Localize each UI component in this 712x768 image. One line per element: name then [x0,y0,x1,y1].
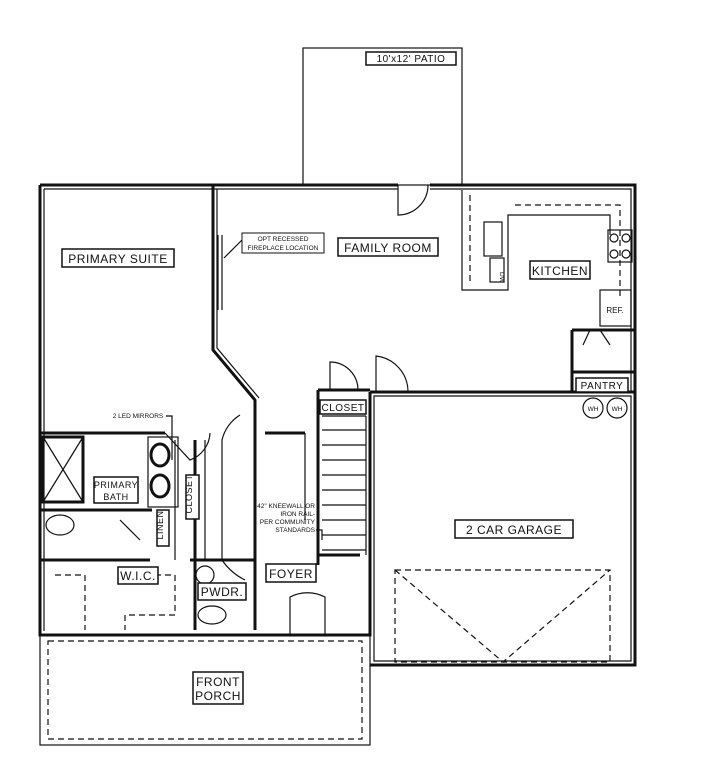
dishwasher-icon [489,257,505,283]
mirrors-note: 2 LED MIRRORS [113,413,164,420]
powder-label: PWDR. [201,585,244,599]
family-room-label: FAMILY ROOM [344,241,432,255]
kitchen-label: KITCHEN [532,264,588,278]
fireplace-note: OPT RECESSED [258,236,309,243]
linen-label: LINEN [155,510,165,539]
primary-bath-label: PRIMARY [94,480,138,490]
water-heater-icon [606,397,628,419]
pantry-label: PANTRY [581,381,624,392]
svg-text:WH: WH [588,406,599,413]
primary-suite-label: PRIMARY SUITE [68,252,167,266]
plan-notes: OPT RECESSED FIREPLACE LOCATION 2 LED MI… [113,232,325,540]
svg-text:STANDARDS: STANDARDS [275,527,315,534]
doors [119,184,611,635]
svg-text:PER COMMUNITY: PER COMMUNITY [260,519,316,526]
rail-note: 42" KNEEWALL OR [257,503,315,510]
range-icon [607,229,633,263]
patio-label-box [365,51,457,66]
svg-text:DW: DW [498,272,505,284]
svg-text:WH: WH [612,406,623,413]
patio-label: 10'x12' PATIO [377,54,446,65]
refrigerator-icon [599,289,632,327]
toilet-icon [45,514,75,536]
bath-fixtures [41,435,227,630]
svg-text:REF.: REF. [606,306,623,315]
patio-outline [302,47,463,186]
svg-text:IRON RAIL-: IRON RAIL- [280,511,315,518]
sink-icon [195,565,215,585]
toilet-icon [197,605,227,625]
kitchen-fixtures: DW REF. WH WH [461,190,633,419]
closet-hall-label: CLOSET [184,474,194,513]
garage-label: 2 CAR GARAGE [466,523,562,537]
vanity-icon [147,436,179,508]
room-labels: PRIMARY SUITE FAMILY ROOM KITCHEN PANTRY… [61,237,629,705]
svg-text:BATH: BATH [103,492,128,502]
front-porch [39,634,371,746]
closet-label: CLOSET [321,403,364,414]
wic-label: W.I.C. [120,569,156,583]
porch-label: FRONT [196,675,240,689]
foyer-label: FOYER [269,567,313,581]
shower-icon [41,435,85,504]
svg-text:PORCH: PORCH [195,689,241,703]
svg-text:FIREPLACE LOCATION: FIREPLACE LOCATION [248,245,319,252]
sink-icon [483,221,503,257]
water-heater-icon [582,397,604,419]
